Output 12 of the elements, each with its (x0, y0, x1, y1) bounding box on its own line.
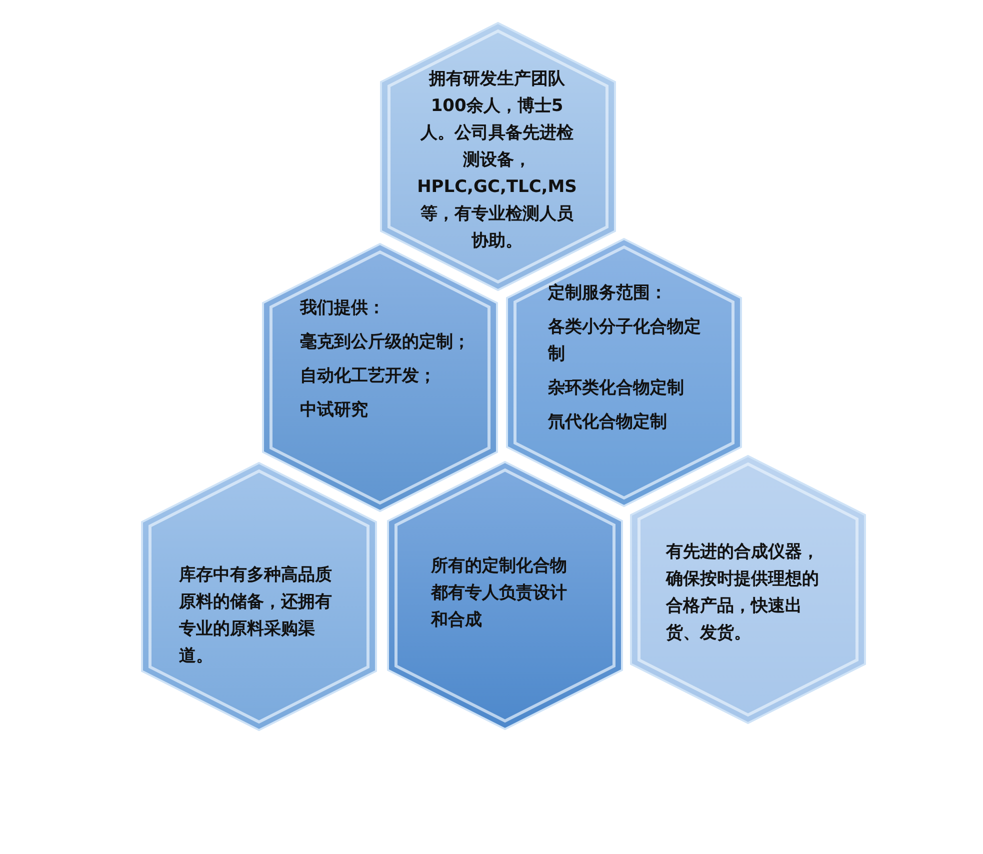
hexagon-heading: 定制服务范围： (548, 282, 668, 305)
hexagon-text: 各类小分子化合物定制 (548, 316, 702, 366)
hexagon-text: 中试研究 (300, 399, 369, 422)
hexagon-text: 所有的定制化合物都有专人负责设计和合成 (431, 555, 568, 632)
hexagon-text: 自动化工艺开发； (300, 365, 437, 388)
hexagon-text: 氘代化合物定制 (548, 411, 668, 434)
hexagon-text: 有先进的合成仪器，确保按时提供理想的合格产品，快速出货、发货。 (666, 541, 820, 645)
hexagon-text: 杂环类化合物定制 (548, 377, 685, 400)
hexagon-heading: 我们提供： (300, 297, 386, 320)
hexagon-text: 库存中有多种高品质原料的储备，还拥有专业的原料采购渠道。 (179, 564, 333, 668)
hexagon-text: 拥有研发生产团队100余人，博士5人。公司具备先进检测设备，HPLC,GC,TLC,MS 等，有专业检测人员协助。 (416, 68, 578, 253)
hexagon-text: 毫克到公斤级的定制； (300, 331, 470, 354)
